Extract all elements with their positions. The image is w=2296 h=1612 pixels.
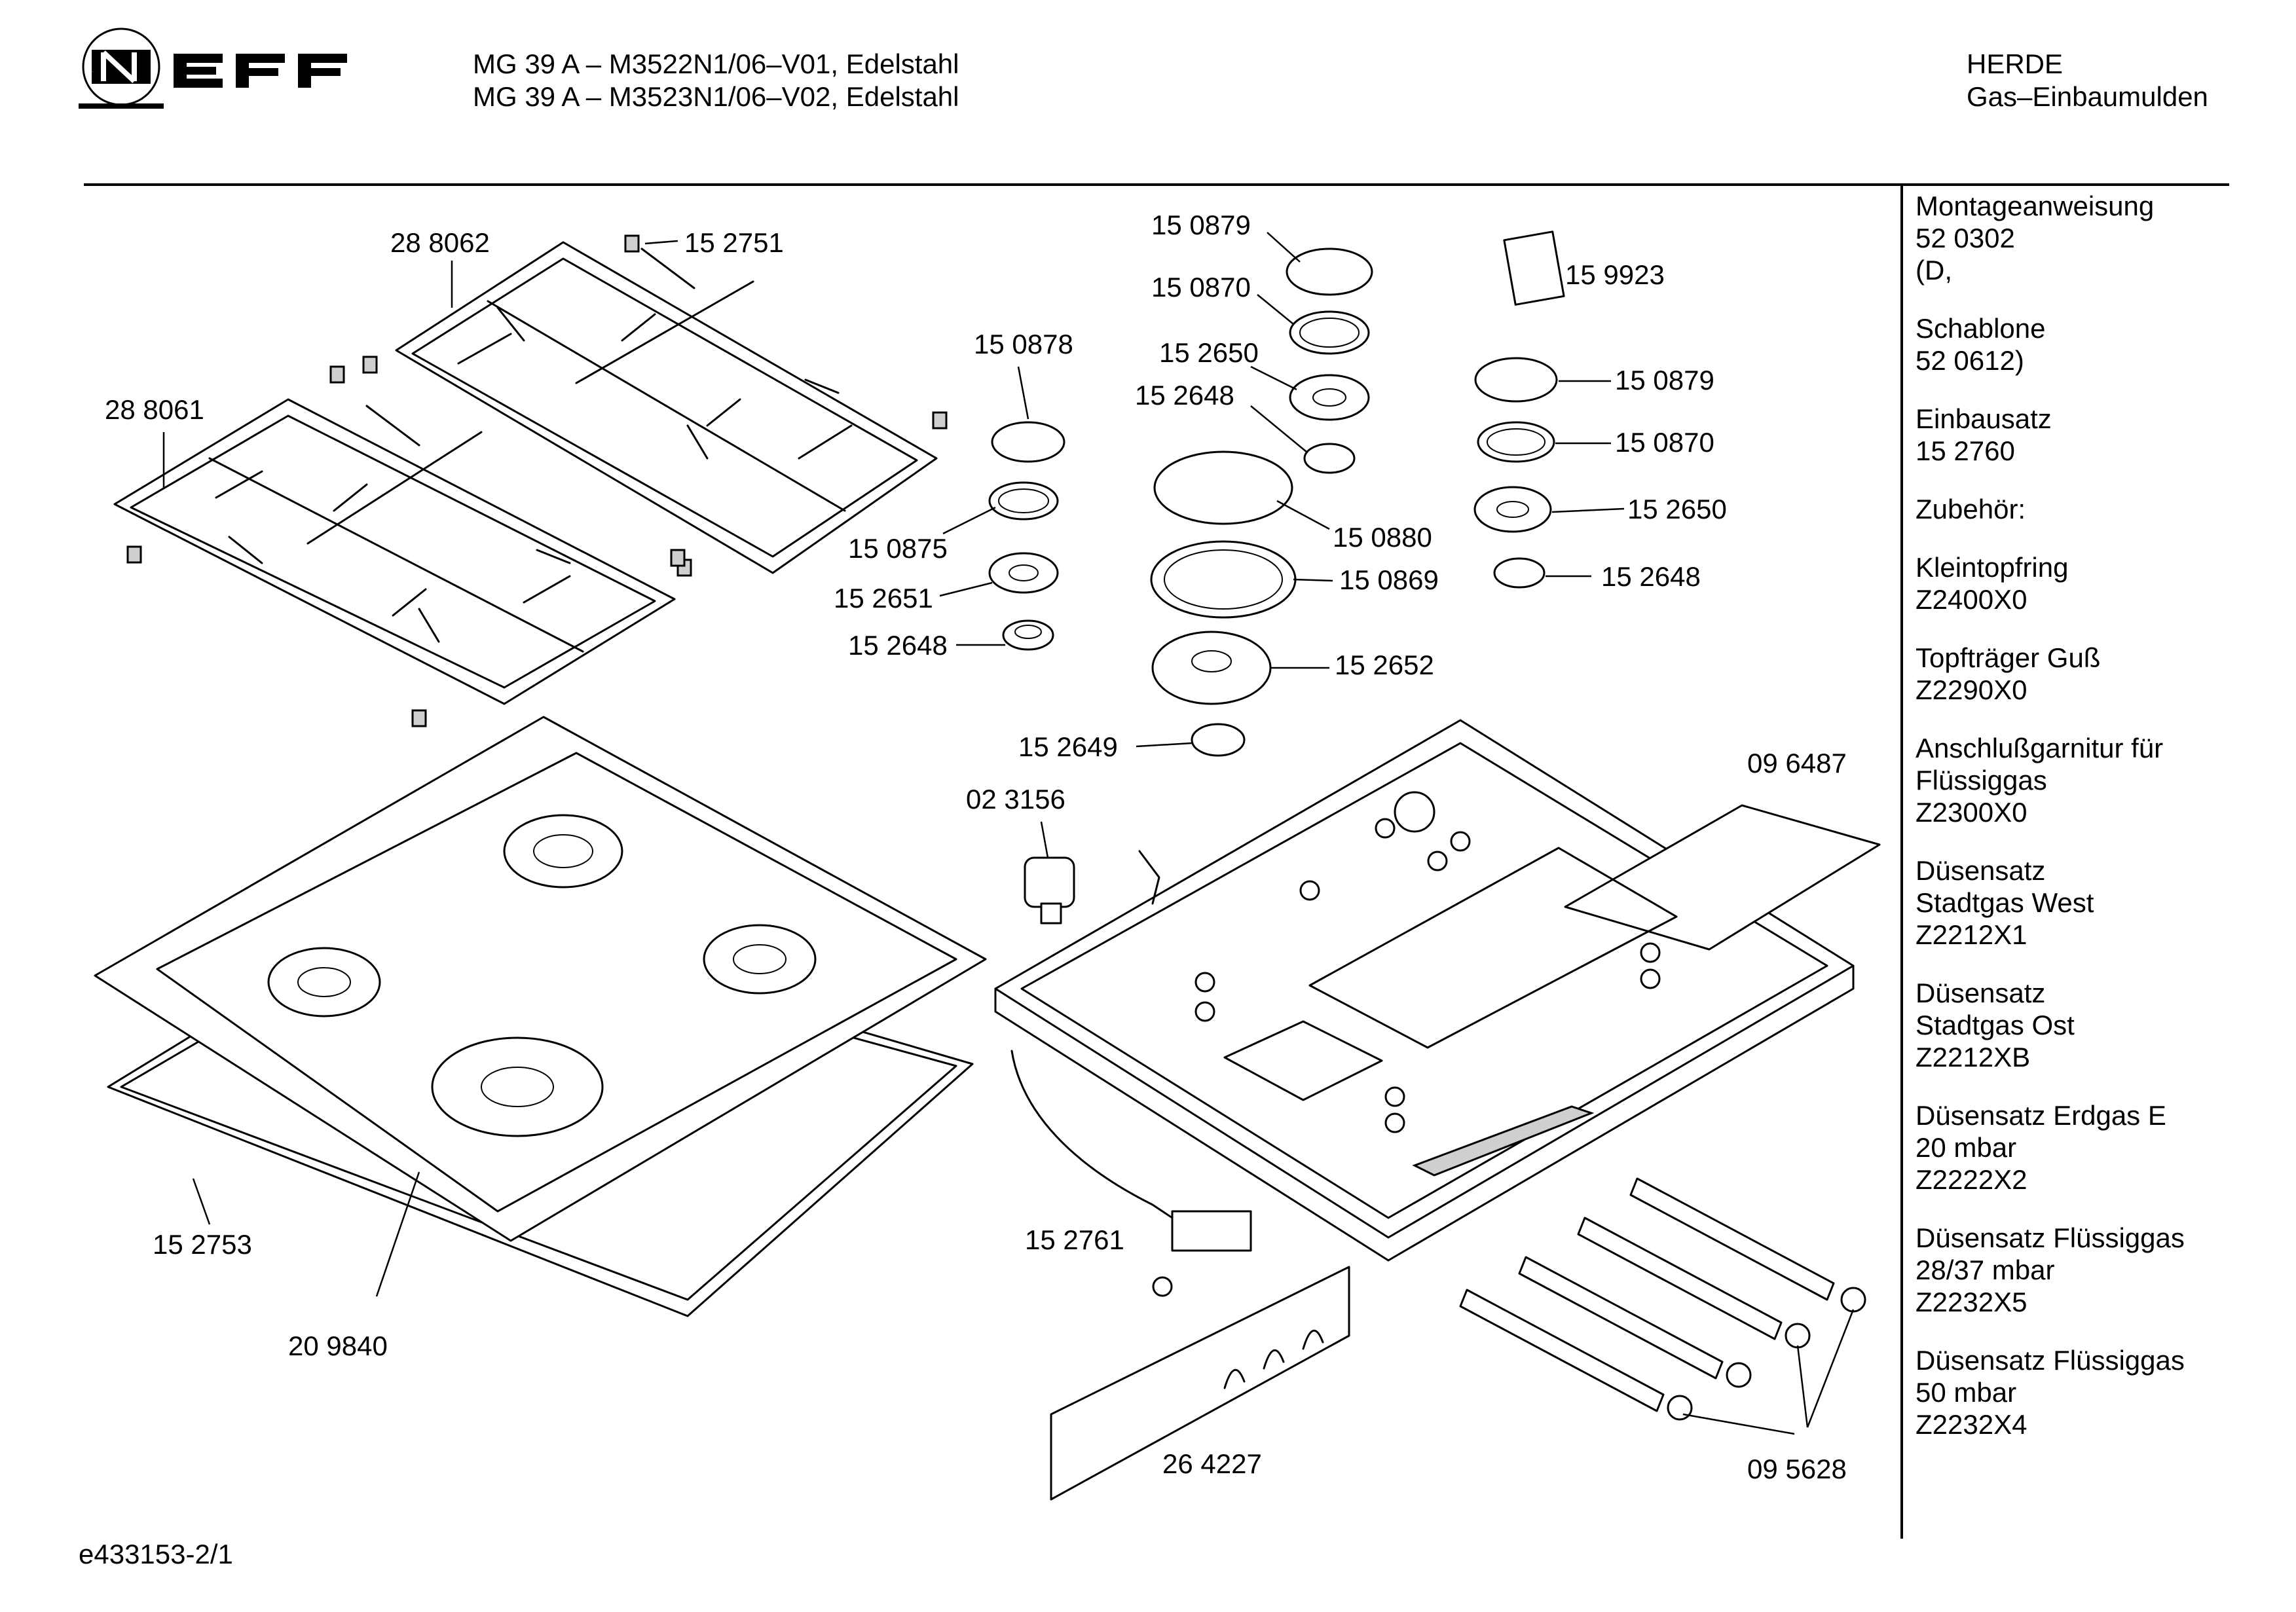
sidebar-note-line: Z2400X0 bbox=[1916, 584, 2028, 615]
part-label: 15 2649 bbox=[1018, 731, 1118, 762]
subcategory-title: Gas–Einbaumulden bbox=[1967, 81, 2208, 112]
sidebar-note-line: Einbausatz bbox=[1916, 403, 2052, 434]
nozzle-set bbox=[1459, 1177, 1866, 1421]
sidebar-note-line: Z2212XB bbox=[1916, 1042, 2031, 1072]
part-label: 09 6487 bbox=[1747, 748, 1847, 779]
sidebar-note-line: Z2290X0 bbox=[1916, 674, 2028, 705]
sidebar-note-line: 52 0612) bbox=[1916, 345, 2024, 376]
part-label: 15 2751 bbox=[684, 227, 784, 258]
sidebar-note-line: Zubehör: bbox=[1916, 494, 2026, 524]
sidebar-note-line: 28/37 mbar bbox=[1916, 1255, 2055, 1285]
part-label: 15 9923 bbox=[1565, 259, 1665, 290]
small-burner-stack bbox=[988, 421, 1065, 651]
part-label: 15 2648 bbox=[1135, 380, 1234, 411]
part-label: 28 8061 bbox=[105, 394, 204, 425]
right-burner-stack bbox=[1473, 230, 1565, 589]
sidebar-note-line: (D, bbox=[1916, 255, 1952, 285]
sidebar-note-line: Montageanweisung bbox=[1916, 191, 2155, 221]
sidebar-note-line: Z2212X1 bbox=[1916, 919, 2028, 950]
sidebar-note-line: Z2232X5 bbox=[1916, 1287, 2028, 1317]
sidebar-note-line: Z2232X4 bbox=[1916, 1409, 2028, 1440]
mounting-bracket bbox=[1050, 1266, 1350, 1501]
sidebar-note-line: Düsensatz Flüssiggas bbox=[1916, 1222, 2185, 1253]
part-label: 15 0875 bbox=[848, 533, 948, 564]
part-labels: 28 8062 15 2751 28 8061 15 0878 15 0875 … bbox=[105, 210, 1847, 1484]
sidebar-note-line: Flüssiggas bbox=[1916, 765, 2047, 796]
ignition-module bbox=[1010, 850, 1252, 1297]
sidebar-note-line: 15 2760 bbox=[1916, 435, 2015, 466]
part-label: 15 0879 bbox=[1151, 210, 1251, 240]
sidebar-note-line: Stadtgas West bbox=[1916, 887, 2094, 918]
part-label: 02 3156 bbox=[966, 784, 1065, 815]
hob-top-panel bbox=[94, 716, 987, 1317]
sidebar-note-line: Z2222X2 bbox=[1916, 1164, 2028, 1195]
part-label: 15 0870 bbox=[1151, 272, 1251, 302]
sidebar-note-line: Düsensatz bbox=[1916, 855, 2046, 886]
part-label: 09 5628 bbox=[1747, 1454, 1847, 1484]
base-tray bbox=[994, 719, 1881, 1262]
sidebar-note-line: Kleintopfring bbox=[1916, 552, 2069, 583]
category-title: HERDE bbox=[1967, 48, 2064, 79]
part-label: 15 2648 bbox=[1601, 561, 1701, 592]
sidebar-note-line: 52 0302 bbox=[1916, 223, 2015, 253]
sidebar-note-line: Z2300X0 bbox=[1916, 797, 2028, 828]
part-label: 26 4227 bbox=[1162, 1448, 1262, 1479]
part-label: 15 2651 bbox=[834, 583, 933, 614]
part-label: 28 8062 bbox=[390, 227, 490, 258]
part-label: 15 2648 bbox=[848, 630, 948, 661]
document-id: e433153-2/1 bbox=[79, 1539, 233, 1569]
large-burner-stack bbox=[1150, 247, 1373, 757]
sidebar-note-line: Topfträger Guß bbox=[1916, 642, 2101, 673]
pan-support-left bbox=[113, 398, 676, 705]
logo-text: NEFF bbox=[92, 71, 94, 73]
part-label: 15 0879 bbox=[1615, 365, 1714, 395]
part-label: 15 2761 bbox=[1025, 1224, 1124, 1255]
part-label: 15 2753 bbox=[153, 1229, 252, 1260]
part-label: 15 2650 bbox=[1159, 337, 1259, 368]
sidebar-note-line: 50 mbar bbox=[1916, 1377, 2017, 1408]
part-label: 15 0870 bbox=[1615, 427, 1714, 458]
part-label: 15 2650 bbox=[1627, 494, 1727, 524]
part-label: 15 2652 bbox=[1335, 650, 1434, 680]
pan-support-right bbox=[395, 241, 938, 574]
sidebar-note: Zubehör: bbox=[1916, 493, 2282, 525]
sidebar-note-line: Schablone bbox=[1916, 313, 2046, 344]
neff-logo: NEFF bbox=[79, 27, 347, 109]
sidebar-note-line: Düsensatz Flüssiggas bbox=[1916, 1345, 2185, 1376]
part-label: 15 0878 bbox=[974, 329, 1073, 359]
sidebar-note-line: 20 mbar bbox=[1916, 1132, 2017, 1163]
sidebar-note-line: Stadtgas Ost bbox=[1916, 1010, 2075, 1040]
part-label: 15 0880 bbox=[1333, 522, 1432, 553]
sidebar-note-line: Anschlußgarnitur für bbox=[1916, 733, 2164, 763]
leader-lines bbox=[162, 232, 1855, 1435]
sidebar-note-line: Düsensatz Erdgas E bbox=[1916, 1100, 2166, 1131]
model-line-2: MG 39 A – M3523N1/06–V02, Edelstahl bbox=[473, 81, 959, 112]
part-label: 15 0869 bbox=[1339, 564, 1439, 595]
part-label: 20 9840 bbox=[288, 1330, 388, 1361]
rubber-feet bbox=[126, 234, 948, 727]
model-line-1: MG 39 A – M3522N1/06–V01, Edelstahl bbox=[473, 48, 959, 79]
sidebar-note-line: Düsensatz bbox=[1916, 978, 2046, 1008]
